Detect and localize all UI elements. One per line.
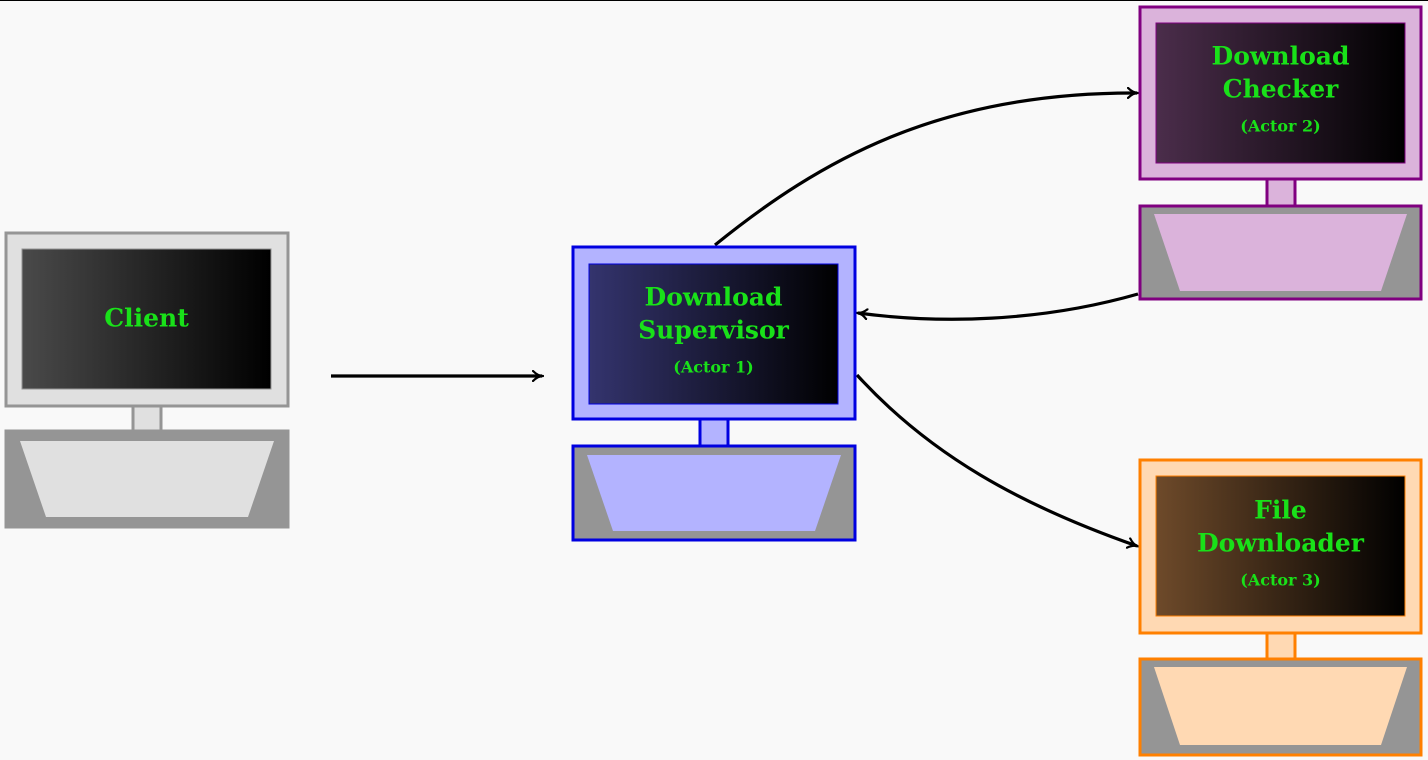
supervisor-screen xyxy=(588,263,839,405)
downloader-monitor-stand xyxy=(1265,629,1297,661)
checker-screen xyxy=(1155,22,1406,164)
node-client: Client xyxy=(4,231,290,529)
supervisor-title-line-1: Download xyxy=(645,283,783,312)
supervisor-subtitle: (Actor 1) xyxy=(673,358,754,377)
client-title-line-1: Client xyxy=(104,304,189,333)
client-monitor-stand xyxy=(131,402,163,433)
checker-monitor-stand xyxy=(1265,175,1297,208)
checker-keyboard xyxy=(1154,214,1407,291)
supervisor-monitor-stand xyxy=(698,415,730,448)
client-screen xyxy=(21,248,272,390)
arrow-supervisor-to-checker xyxy=(713,93,1137,247)
downloader-subtitle: (Actor 3) xyxy=(1240,571,1321,590)
checker-title-line-2: Checker xyxy=(1223,75,1339,104)
downloader-keyboard xyxy=(1154,667,1407,745)
client-keyboard xyxy=(20,441,274,517)
downloader-screen xyxy=(1155,475,1406,617)
downloader-title-line-1: File xyxy=(1254,496,1307,525)
supervisor-title-line-2: Supervisor xyxy=(638,316,790,345)
checker-subtitle: (Actor 2) xyxy=(1240,117,1321,136)
checker-title-line-1: Download xyxy=(1212,42,1350,71)
arrow-supervisor-to-downloader xyxy=(855,373,1137,546)
arrow-checker-to-supervisor xyxy=(858,292,1139,321)
edges xyxy=(331,93,1138,546)
supervisor-keyboard xyxy=(587,455,841,531)
downloader-title-line-2: Downloader xyxy=(1197,529,1365,558)
